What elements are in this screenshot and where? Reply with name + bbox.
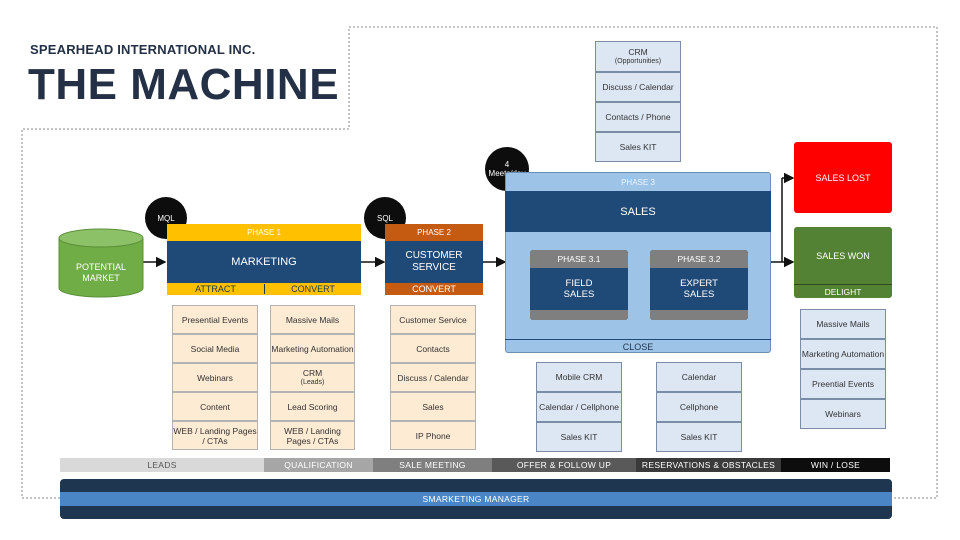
phase3-name: SALES — [505, 191, 771, 232]
delight-divider — [794, 284, 892, 285]
phase2-label: PHASE 2 — [385, 224, 483, 241]
phase32-label: PHASE 3.2 — [650, 250, 748, 268]
stage-offer-follow-up: OFFER & FOLLOW UP — [492, 458, 636, 472]
list-item: WEB / Landing Pages / CTAs — [172, 421, 258, 450]
stage-win-lose: WIN / LOSE — [781, 458, 890, 472]
phase2-name: CUSTOMER SERVICE — [385, 241, 483, 283]
list-item: Sales — [390, 392, 476, 421]
list-item: Preential Events — [800, 369, 886, 399]
list-item: Sales KIT — [656, 422, 742, 452]
phase1-name: MARKETING — [167, 241, 361, 283]
smarketing-manager-label: SMARKETING MANAGER — [60, 492, 892, 506]
list-item-main: Massive Mails — [285, 314, 340, 325]
phase32-footer — [650, 310, 748, 320]
phase31-footer — [530, 310, 628, 320]
phase3-label: PHASE 3 — [621, 177, 655, 187]
list-item: IP Phone — [390, 421, 476, 450]
phase32-name: EXPERT SALES — [650, 268, 748, 310]
list-item: Massive Mails — [800, 309, 886, 339]
phase31-name-line1: FIELD — [565, 278, 593, 289]
sales-won-box: SALES WON DELIGHT — [794, 227, 892, 298]
list-item-main: Discuss / Calendar — [602, 82, 674, 92]
convert-label: CONVERT — [291, 284, 335, 294]
phase3-close-label: CLOSE — [622, 341, 654, 352]
list-item: Marketing Automation — [800, 339, 886, 369]
stage-reservations-obstacles: RESERVATIONS & OBSTACLES — [636, 458, 781, 472]
list-item: Sales KIT — [595, 132, 681, 162]
phase2-name-line2: SERVICE — [412, 262, 456, 273]
stage-sale-meeting: SALE MEETING — [373, 458, 492, 472]
phase32-name-line2: SALES — [683, 289, 715, 300]
list-item: Content — [172, 392, 258, 421]
list-item: Customer Service — [390, 305, 476, 334]
list-item: Cellphone — [656, 392, 742, 422]
stage-qualification: QUALIFICATION — [264, 458, 373, 472]
list-item: CRM (Opportunities) — [595, 41, 681, 72]
list-item-main: WEB / Landing Pages / CTAs — [284, 425, 341, 446]
list-item-main: Contacts / Phone — [605, 112, 671, 122]
phase1-footer: ATTRACT CONVERT — [167, 283, 361, 295]
list-item-sub: (Leads) — [300, 378, 325, 386]
delight-label: DELIGHT — [824, 286, 862, 297]
list-item: Lead Scoring — [270, 392, 355, 421]
phase31-name-line2: SALES — [563, 289, 595, 300]
list-item: Massive Mails — [270, 305, 355, 334]
potential-market-line1: POTENTIAL — [75, 262, 126, 272]
list-item: Contacts / Phone — [595, 102, 681, 132]
sales-won-label: SALES WON — [816, 250, 870, 261]
list-item: Contacts — [390, 334, 476, 363]
list-item: WEB / Landing Pages / CTAs — [270, 421, 355, 450]
list-item: Sales KIT — [536, 422, 622, 452]
company-name: SPEARHEAD INTERNATIONAL INC. — [30, 42, 256, 57]
phase31-name: FIELD SALES — [530, 268, 628, 310]
meets-count: 4 — [504, 160, 510, 169]
phase1-footer-divider — [264, 284, 265, 294]
phase1-label: PHASE 1 — [167, 224, 361, 241]
phase31-card: PHASE 3.1 FIELD SALES — [530, 250, 628, 320]
list-item: Discuss / Calendar — [595, 72, 681, 102]
phase32-name-line1: EXPERT — [680, 278, 718, 289]
list-item-main: CRM — [302, 367, 323, 378]
stage-leads: LEADS — [60, 458, 264, 472]
list-item: Social Media — [172, 334, 258, 363]
phase32-card: PHASE 3.2 EXPERT SALES — [650, 250, 748, 320]
list-item-sub: (Opportunities) — [614, 57, 662, 65]
list-item: Presential Events — [172, 305, 258, 334]
list-item: CRM (Leads) — [270, 363, 355, 392]
list-item: Calendar — [656, 362, 742, 392]
potential-market-line2: MARKET — [82, 273, 120, 283]
list-item: Mobile CRM — [536, 362, 622, 392]
potential-market: POTENTIAL MARKET — [59, 262, 143, 284]
sales-lost-box: SALES LOST — [794, 142, 892, 213]
phase31-label: PHASE 3.1 — [530, 250, 628, 268]
list-item-main: CRM — [628, 46, 648, 57]
list-item-main: Lead Scoring — [287, 401, 338, 412]
list-item: Calendar / Cellphone — [536, 392, 622, 422]
phase2-convert-label: CONVERT — [385, 283, 483, 295]
list-item: Discuss / Calendar — [390, 363, 476, 392]
attract-label: ATTRACT — [195, 284, 236, 294]
list-item-main: Sales KIT — [619, 142, 657, 152]
list-item-main: Marketing Automation — [271, 343, 354, 354]
phase3-close-divider — [505, 339, 771, 340]
page-title: THE MACHINE — [28, 60, 340, 109]
list-item: Marketing Automation — [270, 334, 355, 363]
phase2-name-line1: CUSTOMER — [405, 250, 463, 261]
list-item: Webinars — [172, 363, 258, 392]
list-item: Webinars — [800, 399, 886, 429]
